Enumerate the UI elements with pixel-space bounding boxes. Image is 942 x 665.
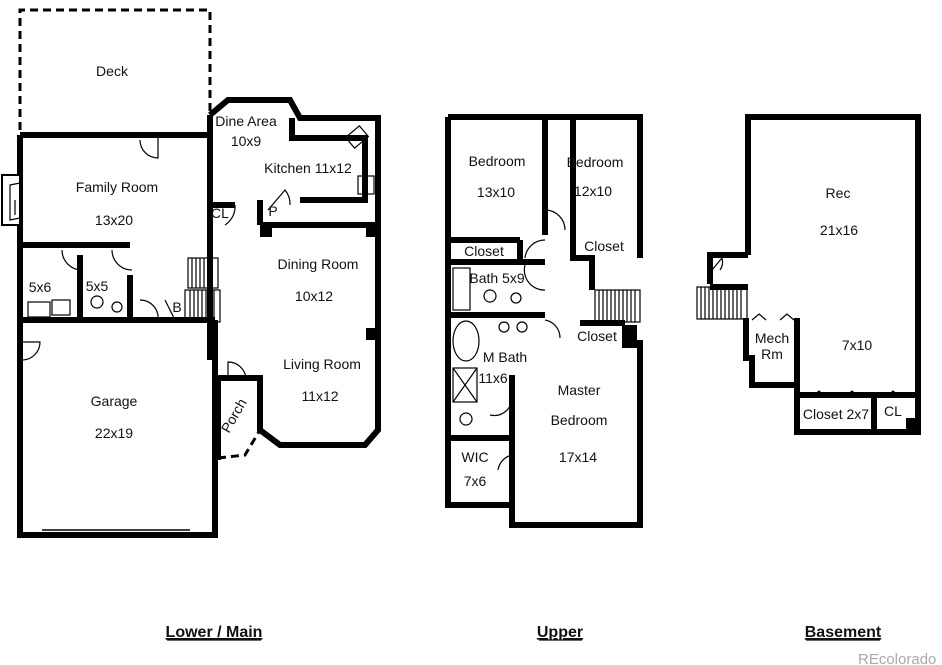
room-label-pantry: P	[268, 203, 277, 219]
room-label-closet-2: Closet	[584, 238, 624, 254]
deck-outline	[18, 8, 212, 130]
wall	[17, 135, 218, 538]
room-size-master-bedroom: 17x14	[559, 449, 597, 465]
stairs-icon	[184, 257, 221, 323]
room-size-rec: 21x16	[820, 222, 858, 238]
room-size-family-room: 13x20	[95, 212, 133, 228]
room-label-living-room: Living Room	[283, 356, 361, 372]
fireplace-icon	[1, 174, 21, 226]
room-label-mech: Mech	[755, 330, 789, 346]
column	[260, 225, 272, 237]
room-label-cl: CL	[211, 205, 229, 221]
room-size-half-bath: 5x5	[86, 278, 109, 294]
floor-title-main: Lower / Main	[166, 624, 263, 641]
room-label-dining-room: Dining Room	[278, 256, 359, 272]
room-size-master-bath: 11x6	[478, 370, 508, 386]
room-label-closet-1: Closet	[464, 243, 504, 259]
room-label-porch: Porch	[218, 396, 250, 436]
stairs-icon	[696, 286, 748, 320]
room-label-wic: WIC	[461, 449, 488, 465]
room-label-closet: Closet 2x7	[803, 406, 869, 422]
basement-floor-plan: Rec 21x16 Mech Rm 7x10 Closet 2x7 CL	[696, 114, 921, 435]
bathtub-icon	[452, 267, 471, 311]
room-label-master: Master	[558, 382, 601, 398]
room-size-wic: 7x6	[464, 473, 487, 489]
room-label-dine-area: Dine Area	[215, 113, 277, 129]
room-label-master-bedroom: Bedroom	[551, 412, 608, 428]
room-label-master-bath: M Bath	[483, 349, 527, 365]
stairs-icon	[594, 289, 641, 323]
floor-title-upper: Upper	[537, 624, 583, 641]
stove-icon	[357, 175, 375, 195]
room-label-closet-3: Closet	[577, 328, 617, 344]
watermark: REcolorado	[858, 651, 936, 665]
room-label-bath: Bath 5x9	[469, 270, 524, 286]
room-size-garage: 22x19	[95, 425, 133, 441]
tub-icon	[452, 320, 480, 362]
floor-title-basement: Basement	[805, 624, 882, 641]
room-label-b: B	[172, 299, 181, 315]
room-size-area: 7x10	[842, 337, 873, 353]
room-label-garage: Garage	[91, 393, 138, 409]
room-size-dining-room: 10x12	[295, 288, 333, 304]
room-size-laundry: 5x6	[29, 279, 52, 295]
room-size-bedroom-2: 12x10	[574, 183, 612, 199]
room-label-rec: Rec	[826, 185, 851, 201]
main-floor-plan: Deck Dine Area 10x9 Kitchen 11x12 Family…	[1, 8, 381, 538]
room-size-living-room: 11x12	[301, 388, 338, 404]
room-label-bedroom-2: Bedroom	[567, 154, 624, 170]
sink-icon	[344, 125, 370, 149]
shower-icon	[452, 367, 478, 403]
room-size-bedroom-1: 13x10	[477, 184, 515, 200]
room-label-family-room: Family Room	[76, 179, 158, 195]
room-size-dine-area: 10x9	[231, 133, 262, 149]
room-label-bedroom-1: Bedroom	[469, 153, 526, 169]
room-label-deck: Deck	[96, 63, 129, 79]
upper-floor-plan: Bedroom 13x10 Bedroom 12x10 Closet Close…	[445, 114, 643, 528]
room-label-cl: CL	[884, 403, 902, 419]
column	[625, 325, 637, 345]
room-label-mech-rm: Rm	[761, 346, 783, 362]
room-label-kitchen: Kitchen 11x12	[264, 160, 352, 176]
